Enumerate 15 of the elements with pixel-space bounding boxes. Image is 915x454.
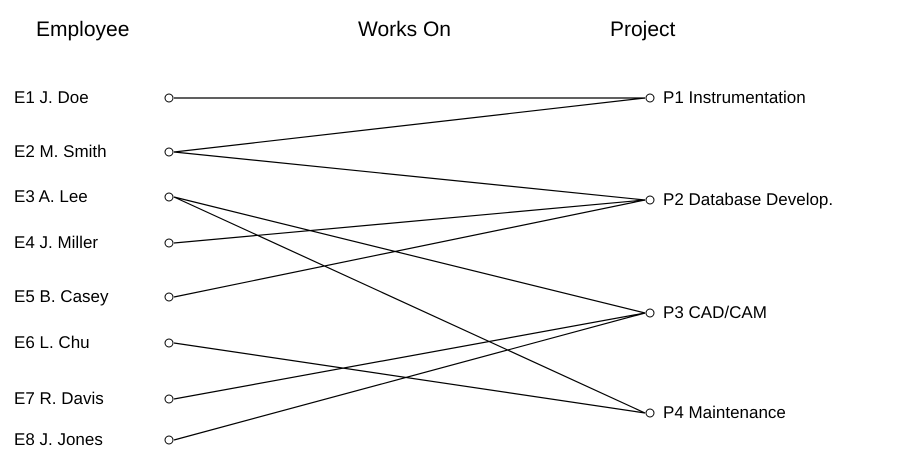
item-label: P2 Database Develop.: [663, 190, 834, 210]
column-heading: Employee: [36, 18, 130, 42]
item-label: P1 Instrumentation: [663, 88, 806, 108]
item-label: E8 J. Jones: [14, 430, 103, 450]
item-label: P4 Maintenance: [663, 403, 786, 423]
item-label: E2 M. Smith: [14, 142, 107, 162]
item-label: E5 B. Casey: [14, 287, 108, 307]
item-label: E7 R. Davis: [14, 389, 104, 409]
column-heading: Works On: [358, 18, 451, 42]
item-label: E1 J. Doe: [14, 88, 89, 108]
item-label: P3 CAD/CAM: [663, 303, 767, 323]
column-heading: Project: [610, 18, 676, 42]
item-label: E4 J. Miller: [14, 233, 98, 253]
item-label: E3 A. Lee: [14, 187, 88, 207]
item-label: E6 L. Chu: [14, 333, 90, 353]
